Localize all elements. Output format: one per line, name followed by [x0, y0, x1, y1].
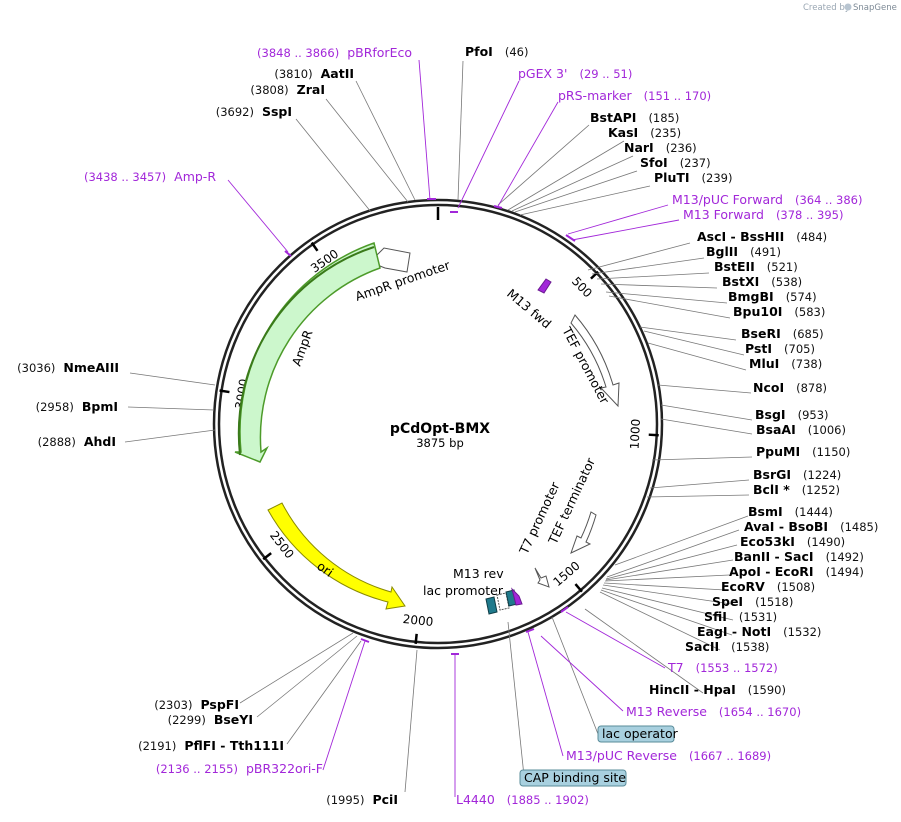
site-label[interactable]: (3810)AatII — [274, 66, 354, 81]
site-label[interactable]: PpuMI(1150) — [756, 444, 850, 459]
ring-tick-label: 1000 — [627, 418, 643, 449]
plasmid-name: pCdOpt-BMX — [390, 421, 490, 437]
primer-label[interactable]: L4440(1885 .. 1902) — [456, 792, 589, 807]
site-label[interactable]: SpeI(1518) — [712, 594, 793, 609]
site-label[interactable]: KasI(235) — [608, 125, 681, 140]
site-label[interactable]: ApoI - EcoRI(1494) — [729, 564, 864, 579]
site-label[interactable]: (2191)PflFI - Tth111I — [138, 738, 284, 753]
ring-tick-label: 2000 — [402, 612, 434, 629]
site-label[interactable]: MluI(738) — [749, 356, 822, 371]
site-label[interactable]: BsgI(953) — [755, 407, 829, 422]
backbone-outer — [212, 198, 664, 650]
tef-terminator-arrow[interactable] — [570, 511, 597, 554]
site-label[interactable]: SfiI(1531) — [704, 609, 777, 624]
ampr-arrow[interactable] — [234, 242, 381, 463]
site-label[interactable]: (3808)ZraI — [250, 82, 325, 97]
site-label[interactable]: NarI(236) — [624, 140, 697, 155]
ring-tick-mark — [648, 433, 659, 437]
m13-rev-arrow[interactable] — [511, 587, 523, 606]
cap-binding-site-label: CAP binding site — [524, 770, 626, 785]
lac-promoter-label: lac promoter — [423, 583, 504, 598]
site-label[interactable]: Eco53kI(1490) — [740, 534, 845, 549]
primer-label[interactable]: M13 Reverse(1654 .. 1670) — [626, 704, 801, 719]
site-label[interactable]: NcoI(878) — [753, 380, 827, 395]
site-label[interactable]: BstEII(521) — [714, 259, 798, 274]
site-label[interactable]: (2303)PspFI — [154, 697, 239, 712]
site-label[interactable]: (3692)SspI — [216, 104, 292, 119]
site-label[interactable]: PluTI(239) — [654, 170, 732, 185]
primer-label[interactable]: pRS-marker(151 .. 170) — [558, 88, 711, 103]
primer-label[interactable]: M13/pUC Forward(364 .. 386) — [672, 192, 862, 207]
lac-promoter-arrow[interactable] — [496, 592, 510, 611]
ring-tick-mark — [262, 552, 272, 561]
m13-rev-label: M13 rev — [453, 566, 504, 581]
site-label[interactable]: SfoI(237) — [640, 155, 711, 170]
site-label[interactable]: HincII - HpaI(1590) — [649, 682, 786, 697]
site-label[interactable]: BmgBI(574) — [728, 289, 817, 304]
site-label[interactable]: EcoRV(1508) — [721, 579, 815, 594]
primer-label[interactable]: M13/pUC Reverse(1667 .. 1689) — [566, 748, 771, 763]
site-label[interactable]: BsrGI(1224) — [753, 467, 841, 482]
lac-operator-box[interactable] — [597, 725, 675, 743]
cap-site-marker[interactable] — [485, 596, 498, 615]
site-label[interactable]: SacII(1538) — [685, 639, 769, 654]
site-label[interactable]: (3036)NmeAIII — [17, 360, 119, 375]
primer-label[interactable]: M13 Forward(378 .. 395) — [683, 207, 843, 222]
snapgene-logo-icon — [844, 3, 852, 11]
ring-tick-mark — [219, 389, 230, 394]
site-label[interactable]: AvaI - BsoBI(1485) — [744, 519, 878, 534]
site-label[interactable]: PfoI(46) — [465, 44, 528, 59]
site-label[interactable]: BsaAI(1006) — [756, 422, 846, 437]
site-label[interactable]: BstXI(538) — [722, 274, 802, 289]
site-label[interactable]: (1995)PciI — [326, 792, 398, 807]
site-label[interactable]: BsmI(1444) — [748, 504, 833, 519]
t7-promoter-arrow[interactable] — [534, 567, 550, 588]
site-label[interactable]: (2958)BpmI — [36, 399, 118, 414]
site-label[interactable]: PstI(705) — [745, 341, 815, 356]
site-label[interactable]: (2888)AhdI — [38, 434, 116, 449]
site-label[interactable]: BstAPI(185) — [590, 110, 679, 125]
site-label[interactable]: (2299)BseYI — [168, 712, 253, 727]
primer-label[interactable]: (2136 .. 2155)pBR322ori-F — [156, 761, 323, 776]
site-label[interactable]: Bpu10I(583) — [733, 304, 825, 319]
site-label[interactable]: BglII(491) — [706, 244, 781, 259]
ring-tick-label: 1500 — [550, 559, 582, 590]
ring-tick-mark — [574, 583, 583, 593]
leader-lines — [124, 60, 753, 793]
site-label[interactable]: BseRI(685) — [741, 326, 824, 341]
ring-tick-mark — [414, 633, 418, 644]
primer-label[interactable]: pGEX 3'(29 .. 51) — [518, 66, 632, 81]
tef-promoter-arrow[interactable] — [570, 314, 620, 408]
primer-leader-lines — [227, 59, 680, 797]
ring-tick-mark — [310, 241, 319, 252]
ampr-highlight — [237, 246, 375, 456]
primer-label[interactable]: (3438 .. 3457)Amp-R — [84, 169, 216, 184]
ori-arrow[interactable] — [267, 502, 406, 610]
primer-label[interactable]: T7(1553 .. 1572) — [667, 660, 778, 675]
m13-fwd-arrow[interactable] — [537, 278, 552, 294]
credit-brand: SnapGene — [853, 3, 897, 13]
credit-created-by: Created by — [803, 3, 850, 13]
site-label[interactable]: BanII - SacI(1492) — [734, 549, 864, 564]
m13-fwd-label: M13 fwd — [504, 286, 554, 332]
plasmid-length: 3875 bp — [416, 436, 464, 450]
cap-binding-site-box[interactable] — [519, 769, 627, 787]
lac-operator-label: lac operator — [602, 726, 679, 741]
site-label[interactable]: BclI *(1252) — [753, 482, 840, 497]
primer-label[interactable]: (3848 .. 3866)pBRforEco — [257, 45, 412, 60]
site-label[interactable]: EagI - NotI(1532) — [697, 624, 821, 639]
primer-markers — [284, 198, 576, 655]
backbone-inner — [217, 203, 659, 645]
site-label[interactable]: AscI - BssHII(484) — [697, 229, 827, 244]
